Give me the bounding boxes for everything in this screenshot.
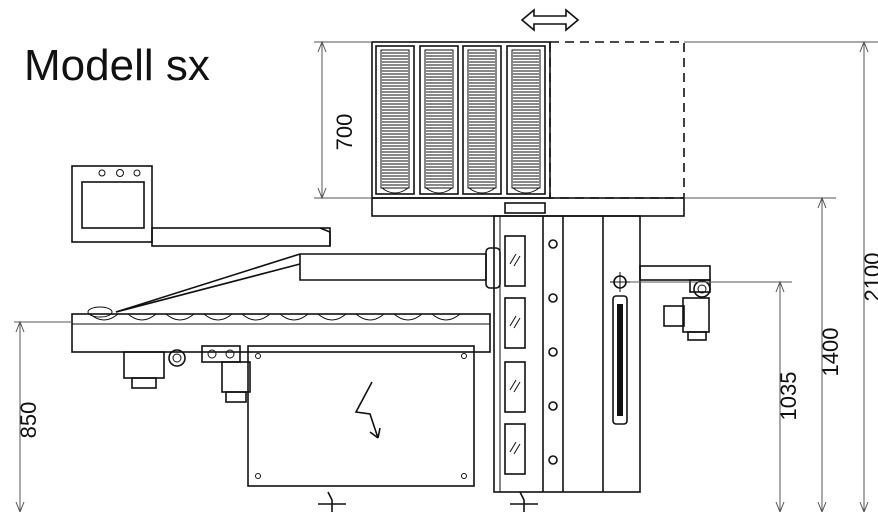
control-panel-screen bbox=[81, 181, 145, 229]
bolt bbox=[548, 401, 558, 411]
conveyor-table bbox=[71, 306, 491, 353]
lightning-icon bbox=[354, 381, 381, 439]
bolt bbox=[548, 239, 558, 249]
double-arrow-icon bbox=[520, 8, 580, 32]
column-window bbox=[504, 361, 526, 413]
column-window bbox=[504, 297, 526, 349]
cup bbox=[431, 313, 461, 321]
cup bbox=[203, 313, 233, 321]
motor-middle bbox=[201, 345, 251, 403]
cup bbox=[355, 313, 385, 321]
hopper-unit bbox=[371, 41, 685, 217]
cup bbox=[279, 313, 309, 321]
side-motor-assembly bbox=[639, 265, 711, 341]
dim-850: 850 bbox=[16, 402, 41, 439]
column-window bbox=[504, 423, 526, 475]
hopper-slot bbox=[375, 45, 415, 195]
cup bbox=[165, 313, 195, 321]
control-panel bbox=[71, 165, 331, 247]
electrical-cabinet bbox=[247, 345, 475, 487]
model-title: Modell sx bbox=[24, 41, 210, 90]
cup bbox=[241, 313, 271, 321]
cup bbox=[87, 306, 113, 318]
hopper-slot bbox=[419, 45, 459, 195]
cup bbox=[393, 313, 423, 321]
bolt bbox=[548, 293, 558, 303]
dimension-lines bbox=[14, 41, 878, 512]
dim-1400: 1400 bbox=[818, 328, 843, 377]
dim-2100: 2100 bbox=[860, 253, 878, 302]
motor-left bbox=[123, 349, 186, 389]
dim-700: 700 bbox=[332, 114, 357, 151]
hopper-slot bbox=[506, 45, 546, 195]
hopper-slot bbox=[462, 45, 502, 195]
column-window bbox=[504, 235, 526, 287]
bolt bbox=[548, 455, 558, 465]
feed-tray bbox=[115, 253, 487, 313]
bolt bbox=[548, 347, 558, 357]
feet bbox=[318, 491, 538, 512]
cup bbox=[317, 313, 347, 321]
dim-1035: 1035 bbox=[776, 372, 801, 421]
cup bbox=[127, 313, 157, 321]
main-column bbox=[485, 215, 641, 493]
